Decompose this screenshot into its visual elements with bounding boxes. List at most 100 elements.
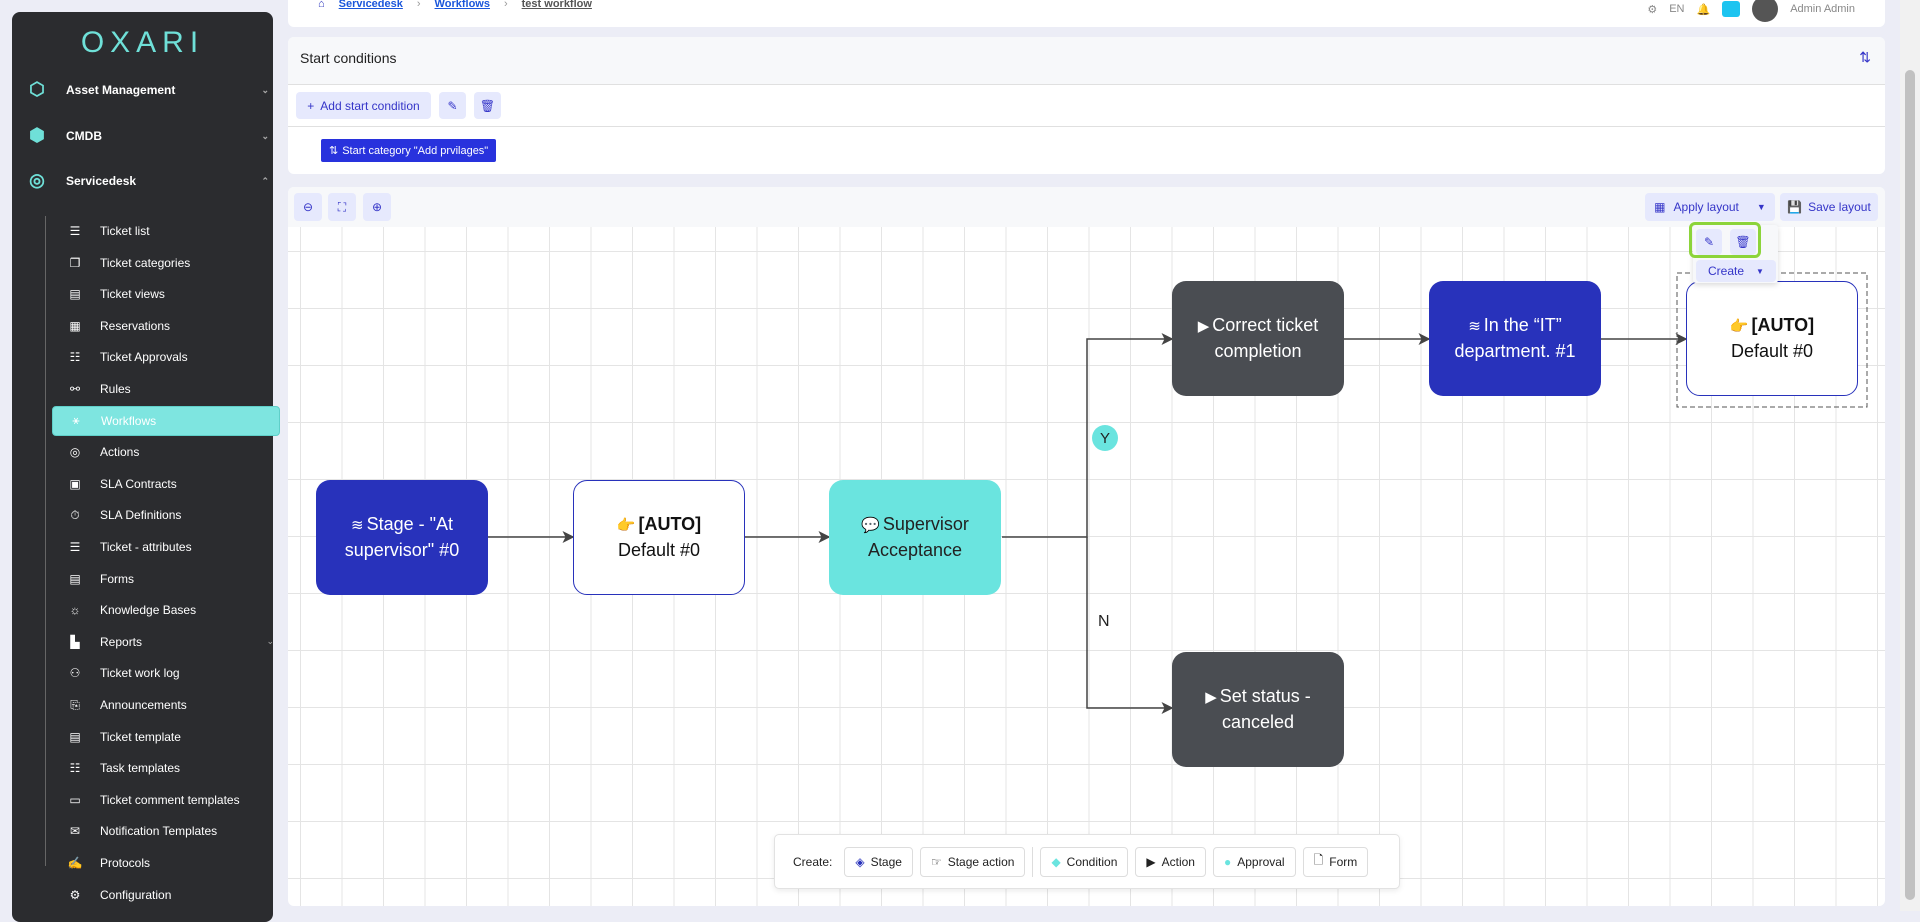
user-name[interactable]: Admin Admin — [1790, 3, 1855, 15]
edge-yes — [1002, 333, 1174, 538]
refresh-icon[interactable]: ⇅ — [1859, 49, 1871, 65]
approval-icon: 💬 — [861, 517, 880, 534]
sidebar-group-asset-management[interactable]: ⬡Asset Management⌄ — [24, 75, 269, 105]
sidebar-item-sla-definitions[interactable]: ⏱SLA Definitions — [52, 500, 280, 530]
sidebar-item-ticket-attributes[interactable]: ☰Ticket - attributes — [52, 532, 280, 562]
trash-icon: 🗑 — [479, 98, 496, 113]
workflow-node-auto[interactable]: 👉[AUTO]Default #0 — [1686, 281, 1858, 396]
sidebar-item-ticket-approvals[interactable]: ☷Ticket Approvals — [52, 342, 280, 372]
edit-button[interactable]: ✎ — [439, 92, 466, 119]
sidebar-item-workflows[interactable]: ⚹Workflows — [52, 405, 280, 436]
sidebar-item-reservations[interactable]: ▦Reservations — [52, 311, 280, 341]
menu-item-icon: ⚹ — [72, 413, 80, 428]
home-icon[interactable]: ⌂ — [318, 0, 325, 10]
fullscreen-icon: ⛶ — [337, 199, 347, 214]
edges — [487, 272, 1868, 714]
action-icon: ▶ — [1197, 318, 1210, 335]
menu-item-icon: ⏱ — [70, 507, 80, 522]
action-icon: ▶ — [1205, 689, 1217, 706]
create-approval-button[interactable]: ●Approval — [1212, 846, 1296, 877]
sidebar-item-reports[interactable]: ▙Reports⌄ — [52, 627, 280, 657]
sidebar-item-notification-templates[interactable]: ✉Notification Templates — [52, 816, 280, 846]
create-dropdown[interactable]: Create▼ — [1696, 260, 1776, 282]
delete-node-button[interactable]: 🗑 — [1730, 229, 1756, 255]
workflow-node-action[interactable]: ▶Set status -canceled — [1172, 652, 1344, 767]
sidebar-item-protocols[interactable]: ✍Protocols — [67, 856, 151, 870]
create-toolbar: Create: ◈Stage ☞Stage action ◆Condition … — [774, 834, 1400, 889]
menu-item-icon: ✍ — [67, 856, 83, 870]
sidebar-item-announcements[interactable]: ⎘Announcements — [52, 690, 280, 720]
edge-no — [1086, 537, 1174, 714]
sidebar-item-ticket-views[interactable]: ▤Ticket views — [52, 279, 280, 309]
plus-icon: + — [307, 98, 315, 113]
bell-icon[interactable]: 🔔 — [1696, 3, 1711, 16]
apply-layout-button[interactable]: ▦Apply layout▼ — [1645, 193, 1775, 221]
file-icon: 🗋 — [1313, 853, 1324, 867]
breadcrumb-servicedesk[interactable]: Servicedesk — [338, 0, 403, 10]
start-conditions-header: Start conditions ⇅ — [288, 37, 1885, 85]
sidebar-item-forms[interactable]: ▤Forms — [52, 564, 280, 594]
language-select[interactable]: EN — [1669, 3, 1685, 15]
save-layout-button[interactable]: 💾Save layout — [1780, 193, 1878, 221]
zoom-out-button[interactable]: ⊖ — [294, 193, 322, 221]
diamond-icon: ◆ — [1051, 854, 1061, 869]
hexagons-icon: ⬡ — [29, 79, 45, 99]
breadcrumb: ⌂ Servicedesk› Workflows› test workflow — [318, 0, 592, 10]
workflow-node-stage[interactable]: ≋In the “IT”department. #1 — [1429, 281, 1601, 396]
workflow-node-auto[interactable]: 👉[AUTO]Default #0 — [573, 480, 745, 595]
menu-item-icon: ▤ — [69, 287, 81, 302]
stage-icon: ≋ — [1468, 318, 1481, 335]
header-right: ⚙ EN 🔔 Admin Admin — [1647, 0, 1855, 22]
sidebar-item-ticket-categories[interactable]: ❐Ticket categories — [52, 248, 280, 278]
sidebar-item-sla-contracts[interactable]: ▣SLA Contracts — [52, 469, 280, 499]
fit-view-button[interactable]: ⛶ — [328, 193, 356, 221]
add-start-condition-button[interactable]: +Add start condition — [296, 92, 431, 119]
chevron-down-icon: ⌄ — [266, 636, 274, 647]
sidebar-group-cmdb[interactable]: ⬢CMDB⌄ — [24, 121, 269, 151]
create-stage-action-button[interactable]: ☞Stage action — [919, 846, 1026, 877]
breadcrumb-workflows[interactable]: Workflows — [434, 0, 490, 10]
workflow-canvas[interactable]: ⊖ ⛶ ⊕ ▦Apply layout▼ 💾Save layout Y N ≋S… — [288, 187, 1885, 906]
sidebar-item-ticket-work-log[interactable]: ⚇Ticket work log — [52, 658, 280, 688]
create-action-button[interactable]: ▶Action — [1135, 846, 1206, 877]
servicedesk-icon: ◎ — [29, 170, 45, 190]
sidebar-group-servicedesk[interactable]: ◎Servicedesk⌃ — [24, 166, 269, 196]
hand-icon: ☞ — [930, 854, 942, 869]
start-conditions-title: Start conditions — [300, 50, 397, 66]
chevron-down-icon: ⌄ — [261, 84, 269, 95]
menu-item-icon: ☷ — [69, 350, 81, 365]
menu-item-icon: ☼ — [69, 603, 81, 618]
scrollbar-thumb[interactable] — [1905, 70, 1915, 900]
sidebar-item-ticket-template[interactable]: ▤Ticket template — [52, 722, 280, 752]
sidebar-item-knowledge-bases[interactable]: ☼Knowledge Bases — [52, 595, 280, 625]
start-condition-chip[interactable]: ⇅Start category "Add prvilages" — [321, 139, 497, 162]
sidebar-item-configuration[interactable]: ⚙Configuration — [52, 880, 280, 910]
scrollbar[interactable] — [1900, 0, 1920, 911]
sidebar-item-ticket-comment-templates[interactable]: ▭Ticket comment templates — [52, 785, 280, 815]
play-icon: ▶ — [1146, 854, 1156, 869]
notification-badge[interactable] — [1722, 1, 1741, 17]
create-form-button[interactable]: 🗋Form — [1302, 846, 1369, 877]
delete-button[interactable]: 🗑 — [474, 92, 501, 119]
cmdb-icon: ⬢ — [29, 125, 45, 145]
edit-node-button[interactable]: ✎ — [1696, 229, 1722, 255]
menu-item-icon: ▤ — [69, 729, 81, 744]
sidebar-item-ticket-list[interactable]: ☰Ticket list — [52, 216, 280, 246]
menu-item-icon: ▭ — [69, 792, 81, 807]
menu-item-icon: ⚇ — [69, 666, 81, 681]
layers-icon: ◈ — [855, 854, 865, 869]
divider — [288, 126, 1885, 127]
menu-item-icon: ☷ — [69, 761, 81, 776]
breadcrumb-current: test workflow — [521, 0, 592, 10]
avatar[interactable] — [1752, 0, 1779, 22]
sidebar-item-task-templates[interactable]: ☷Task templates — [52, 753, 280, 783]
zoom-in-button[interactable]: ⊕ — [363, 193, 391, 221]
create-stage-button[interactable]: ◈Stage — [844, 846, 913, 877]
sidebar-item-rules[interactable]: ⚯Rules — [52, 374, 280, 404]
sidebar-item-actions[interactable]: ◎Actions — [52, 437, 280, 467]
create-condition-button[interactable]: ◆Condition — [1040, 846, 1129, 877]
chevron-up-icon: ⌃ — [261, 175, 269, 186]
